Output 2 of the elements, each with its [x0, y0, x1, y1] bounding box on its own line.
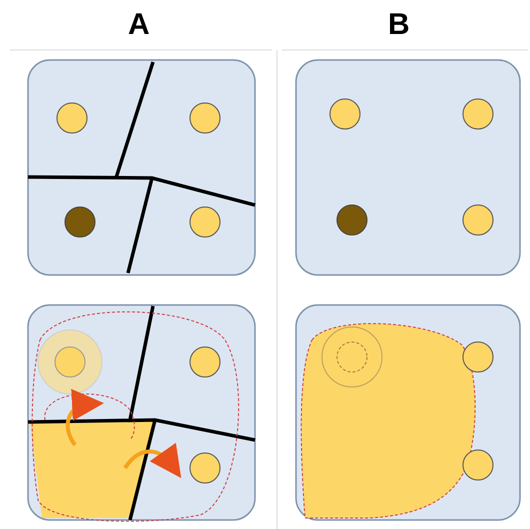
panel-letter: A	[128, 8, 150, 42]
panel-letter: B	[388, 8, 410, 42]
